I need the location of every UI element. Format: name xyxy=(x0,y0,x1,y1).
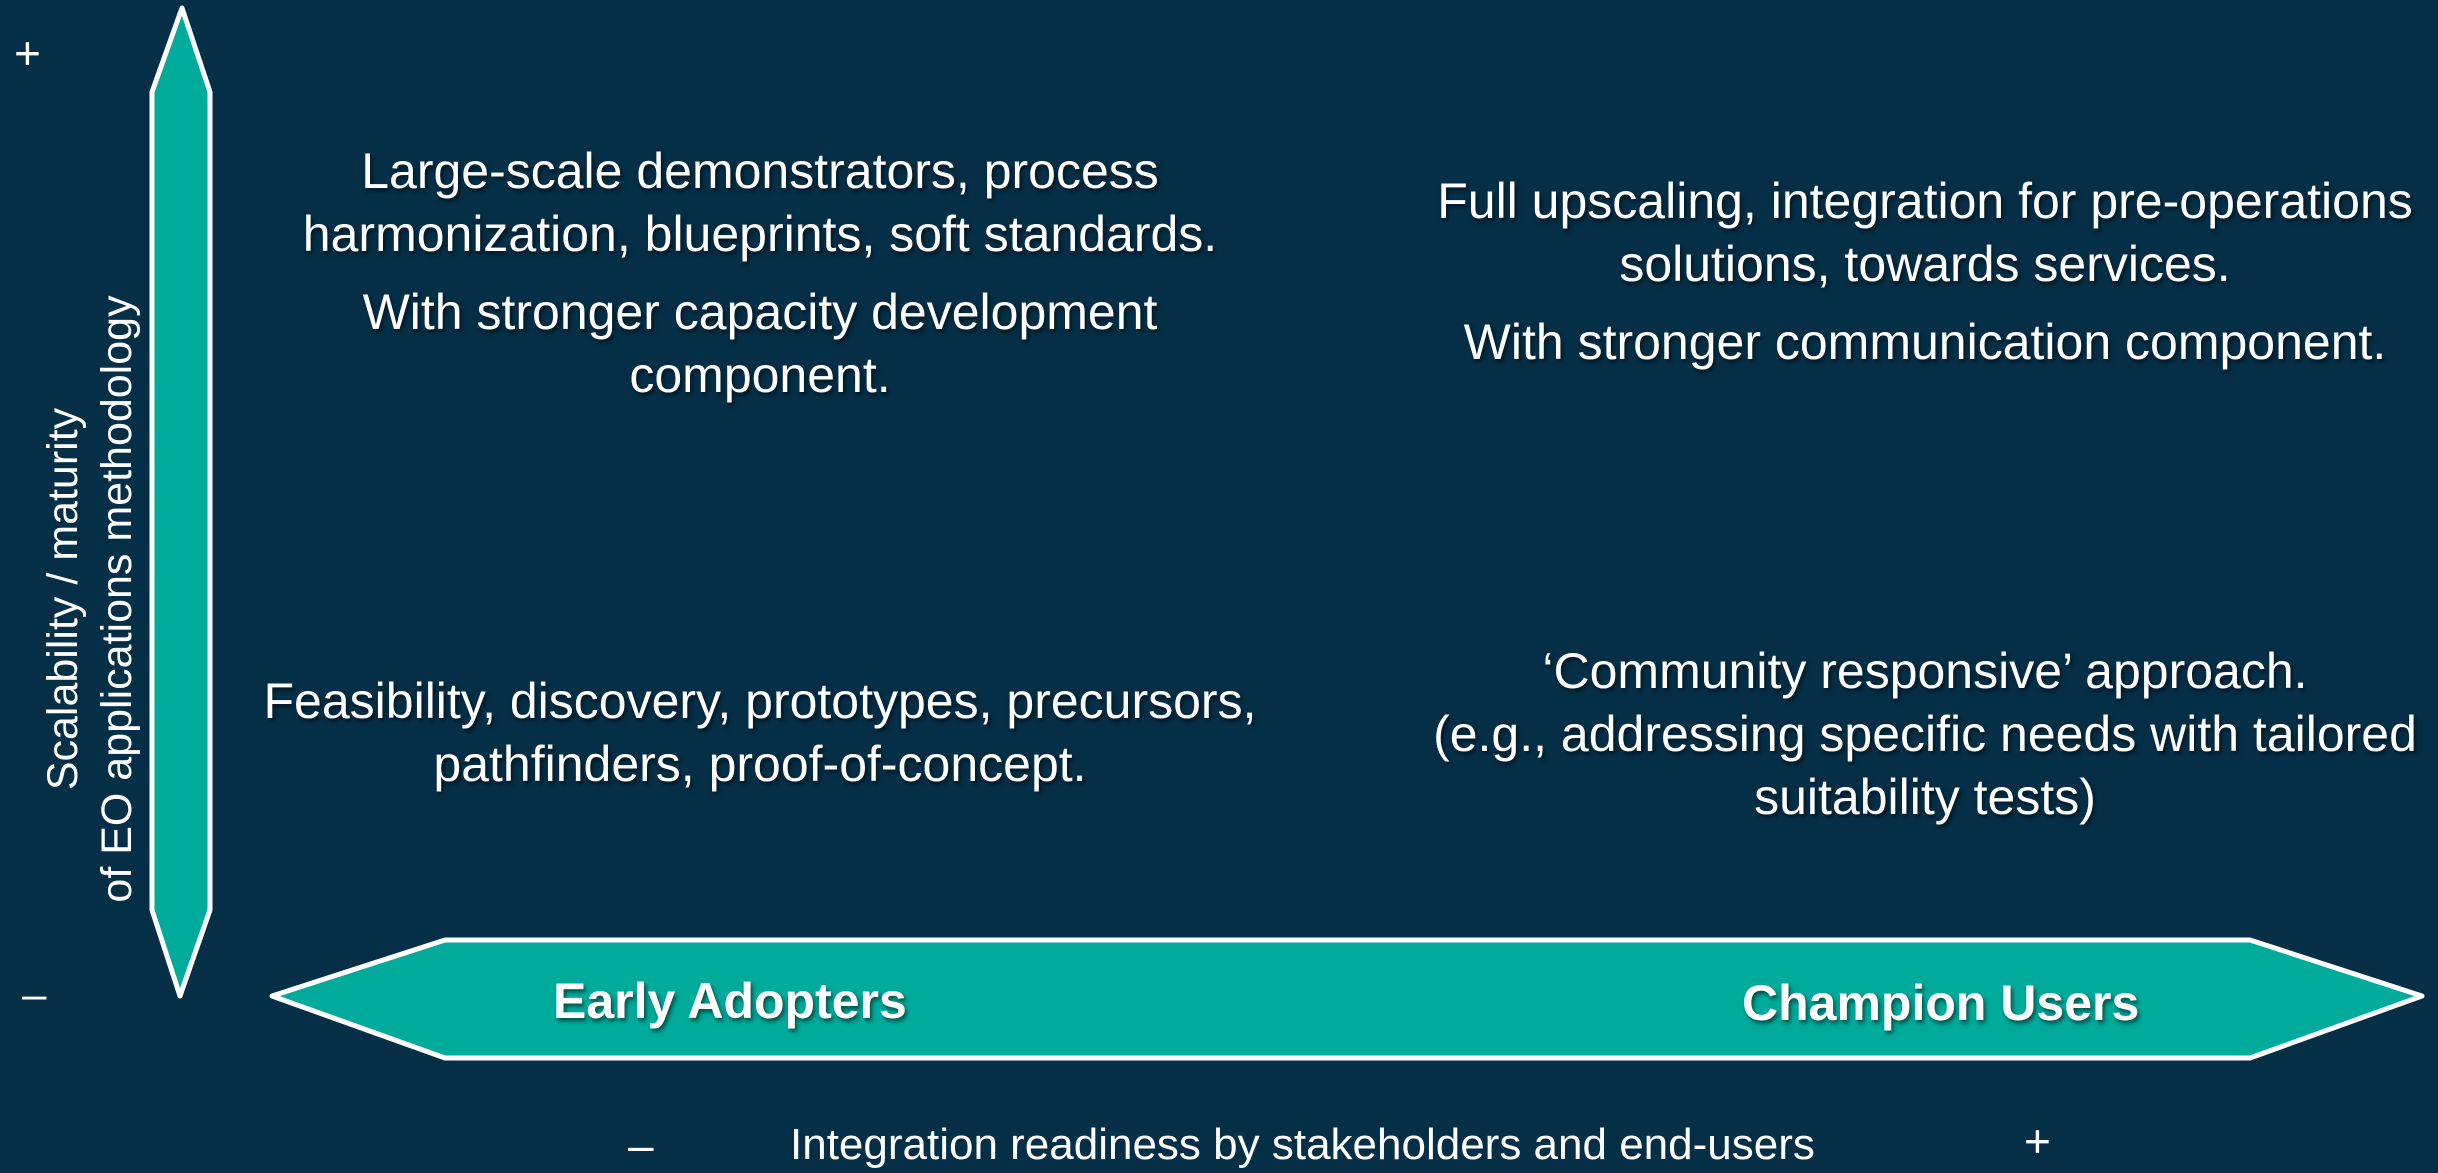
quadrant-bottom-right-text: ‘Community responsive’ approach. xyxy=(1542,643,2308,699)
quadrant-top-right: Full upscaling, integration for pre-oper… xyxy=(1420,170,2430,374)
quadrant-top-left-note: With stronger capacity development compo… xyxy=(362,284,1158,403)
quadrant-bottom-right-note: (e.g., addressing specific needs with ta… xyxy=(1433,706,2417,825)
quadrant-top-left-text: Large-scale demonstrators, process harmo… xyxy=(302,143,1218,262)
vertical-axis-minus: – xyxy=(22,970,47,1019)
early-adopters-label: Early Adopters xyxy=(553,973,907,1029)
quadrant-top-left: Large-scale demonstrators, process harmo… xyxy=(230,140,1290,407)
vertical-double-arrow xyxy=(149,5,213,999)
quadrant-bottom-left: Feasibility, discovery, prototypes, prec… xyxy=(230,670,1290,796)
champion-users-label: Champion Users xyxy=(1742,975,2140,1031)
vertical-axis-title: Scalability / maturity of EO application… xyxy=(36,219,144,979)
horizontal-double-arrow xyxy=(269,937,2425,1061)
quadrant-bottom-left-text: Feasibility, discovery, prototypes, prec… xyxy=(263,673,1257,792)
quadrant-top-right-note: With stronger communication component. xyxy=(1463,314,2387,370)
vertical-axis-title-line2: of EO applications methodology xyxy=(93,295,141,903)
horizontal-axis-title: Integration readiness by stakeholders an… xyxy=(790,1120,1815,1169)
vertical-axis-title-line1: Scalability / maturity xyxy=(39,407,87,791)
quadrant-top-right-text: Full upscaling, integration for pre-oper… xyxy=(1437,173,2413,292)
horizontal-axis-plus: + xyxy=(2024,1115,2051,1167)
horizontal-axis-minus: – xyxy=(628,1119,654,1171)
quadrant-bottom-right: ‘Community responsive’ approach. (e.g., … xyxy=(1420,640,2430,829)
vertical-axis-plus: + xyxy=(14,27,41,79)
